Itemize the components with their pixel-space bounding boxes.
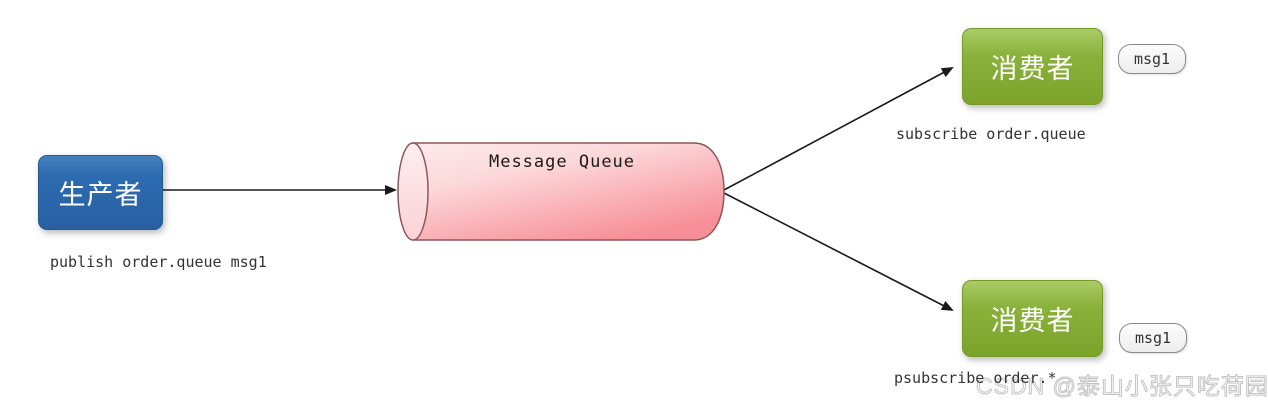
producer-node: 生产者 <box>38 155 163 230</box>
msg-badge-bottom: msg1 <box>1119 323 1187 353</box>
consumer-bottom-label: 消费者 <box>990 306 1075 336</box>
producer-label: 生产者 <box>58 180 143 210</box>
subscribe-caption: subscribe order.queue <box>896 125 1086 143</box>
consumer-node-top: 消费者 <box>962 28 1103 105</box>
msg-badge-bottom-label: msg1 <box>1134 329 1172 347</box>
consumer-node-bottom: 消费者 <box>962 280 1103 357</box>
msg-badge-top: msg1 <box>1118 44 1186 74</box>
msg-badge-top-label: msg1 <box>1133 50 1171 68</box>
consumer-top-label: 消费者 <box>990 54 1075 84</box>
watermark: CSDN @泰山小张只吃荷园 <box>976 373 1268 400</box>
queue-cylinder <box>397 142 725 241</box>
arrow-psubscribe <box>723 192 954 311</box>
queue-label: Message Queue <box>488 152 636 172</box>
arrow-subscribe <box>723 67 954 191</box>
publish-caption: publish order.queue msg1 <box>50 253 267 271</box>
psubscribe-caption: psubscribe order.* <box>894 369 1057 387</box>
